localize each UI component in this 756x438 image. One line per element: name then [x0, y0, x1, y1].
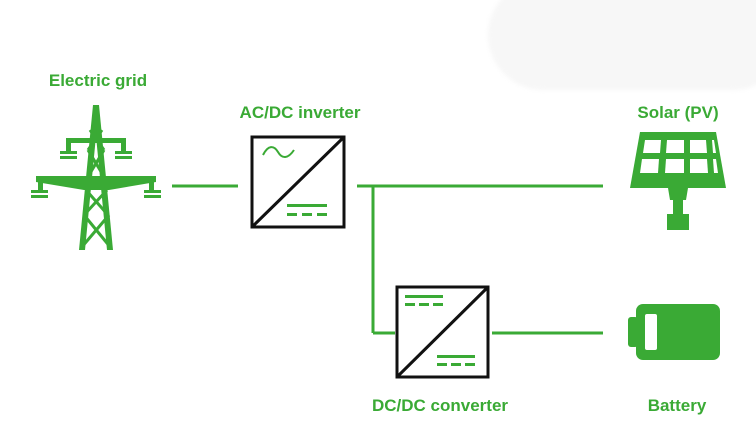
electric-grid-label: Electric grid — [48, 71, 148, 90]
solar-label: Solar (PV) — [637, 103, 719, 122]
dc-line-icon — [405, 295, 443, 298]
transmission-tower-icon — [31, 105, 161, 250]
converter-diagonal — [396, 286, 489, 378]
dc-dc-converter-symbol — [395, 285, 490, 379]
background-glow — [488, 0, 756, 90]
inverter-diagonal — [251, 136, 345, 228]
dc-line-icon — [287, 204, 327, 207]
solar-panel-icon — [630, 132, 726, 230]
ac-dc-inverter-label: AC/DC inverter — [239, 103, 361, 122]
ac-dc-inverter-symbol — [250, 135, 346, 229]
dc-dc-converter-label: DC/DC converter — [371, 396, 509, 415]
battery-terminal — [628, 317, 638, 347]
dc-line-icon — [437, 355, 475, 358]
ac-wave-icon — [262, 146, 295, 158]
battery-empty-segment — [645, 314, 657, 350]
connection-lines — [172, 184, 603, 335]
battery-icon — [628, 304, 720, 360]
battery-label: Battery — [647, 396, 707, 415]
